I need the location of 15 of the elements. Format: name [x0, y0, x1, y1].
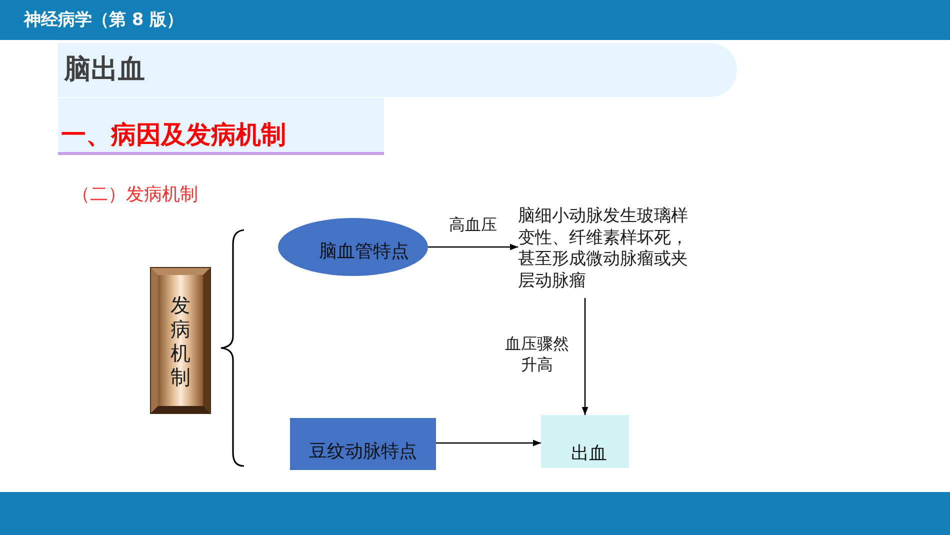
description-text: 脑细小动脉发生玻璃样变性、纤维素样坏死，甚至形成微动脉瘤或夹层动脉瘤: [518, 204, 702, 298]
process-rectangle: [290, 418, 436, 470]
vertical-label: 发病机制: [170, 292, 190, 388]
section-heading: 一、病因及发病机制: [61, 119, 286, 151]
arrow: [436, 440, 541, 446]
header-text: 神经病学（第 8 版）: [24, 9, 184, 32]
arrow: [428, 244, 518, 250]
node-label: 脑血管特点: [319, 240, 409, 264]
node-label: 出血: [571, 442, 607, 466]
beveled-box: [151, 268, 210, 413]
page-title: 脑出血: [64, 53, 145, 87]
arrow: [582, 298, 588, 415]
subsection-heading: （二）发病机制: [72, 183, 198, 207]
node-label: 豆纹动脉特点: [309, 440, 417, 464]
result-rectangle: [541, 415, 629, 468]
